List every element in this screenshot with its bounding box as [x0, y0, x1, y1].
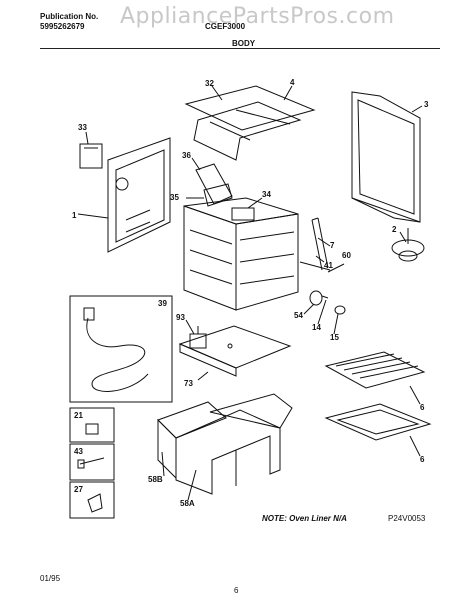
side-panel-part: [351, 91, 421, 223]
part-label-58b: 58B: [148, 475, 163, 484]
item-box-43: [69, 443, 115, 481]
watermark: AppliancePartsPros.com: [120, 4, 395, 29]
hinge-part: [299, 217, 331, 271]
broiler-pan-part: [324, 403, 432, 441]
bracket-part: [79, 143, 103, 169]
clip-part-27: [87, 493, 103, 513]
cord-box-frame: [69, 295, 173, 403]
part-label-32: 32: [205, 79, 214, 88]
oven-liner-note: NOTE: Oven Liner N/A: [262, 514, 347, 523]
part-label-73: 73: [184, 379, 193, 388]
oven-rack-part: [324, 351, 426, 389]
part-label-41: 41: [324, 261, 333, 270]
part-label-58a: 58A: [180, 499, 195, 508]
header-rule: [40, 48, 440, 49]
vent-duct-part: [195, 163, 255, 221]
item-box-21: [69, 407, 115, 443]
back-panel-part: [107, 137, 171, 253]
part-label-3: 3: [424, 100, 429, 109]
part-label-7: 7: [330, 241, 335, 250]
part-label-35: 35: [170, 193, 179, 202]
publication-label: Publication No.: [40, 12, 99, 21]
part-label-36: 36: [182, 151, 191, 160]
item-box-27: [69, 481, 115, 519]
power-cord-part: [83, 307, 149, 392]
footer-date: 01/95: [40, 574, 61, 583]
section-title: BODY: [232, 39, 256, 48]
part-label-34: 34: [262, 190, 271, 199]
part-label-15: 15: [330, 333, 339, 342]
oven-body-part: [183, 197, 299, 311]
clip-part-21: [85, 423, 99, 435]
lamp-parts: [309, 290, 346, 315]
part-label-60: 60: [342, 251, 351, 260]
publication-number: 5995262679: [40, 22, 85, 31]
leveling-leg-part: [391, 228, 425, 262]
part-label-39: 39: [158, 299, 167, 308]
bottom-panel-part: [178, 325, 292, 377]
part-label-6-pan: 6: [420, 455, 425, 464]
part-label-93: 93: [176, 313, 185, 322]
part-label-54: 54: [294, 311, 303, 320]
part-label-27: 27: [74, 485, 83, 494]
top-frame-part: [184, 85, 316, 161]
page-number: 6: [234, 586, 239, 595]
screw-part-43: [77, 457, 105, 469]
part-label-1: 1: [72, 211, 77, 220]
part-label-6-rack: 6: [420, 403, 425, 412]
part-label-14: 14: [312, 323, 321, 332]
screw-part-60: [327, 263, 345, 273]
part-label-33: 33: [78, 123, 87, 132]
terminal-block-part: [189, 326, 207, 349]
diagram-code: P24V0053: [388, 514, 426, 523]
part-label-21: 21: [74, 411, 83, 420]
part-label-2: 2: [392, 225, 397, 234]
leader-lines: [77, 85, 423, 501]
model-number: CGEF3000: [205, 22, 246, 31]
part-label-4: 4: [290, 78, 295, 87]
storage-drawer-part: [157, 393, 293, 495]
part-label-43: 43: [74, 447, 83, 456]
